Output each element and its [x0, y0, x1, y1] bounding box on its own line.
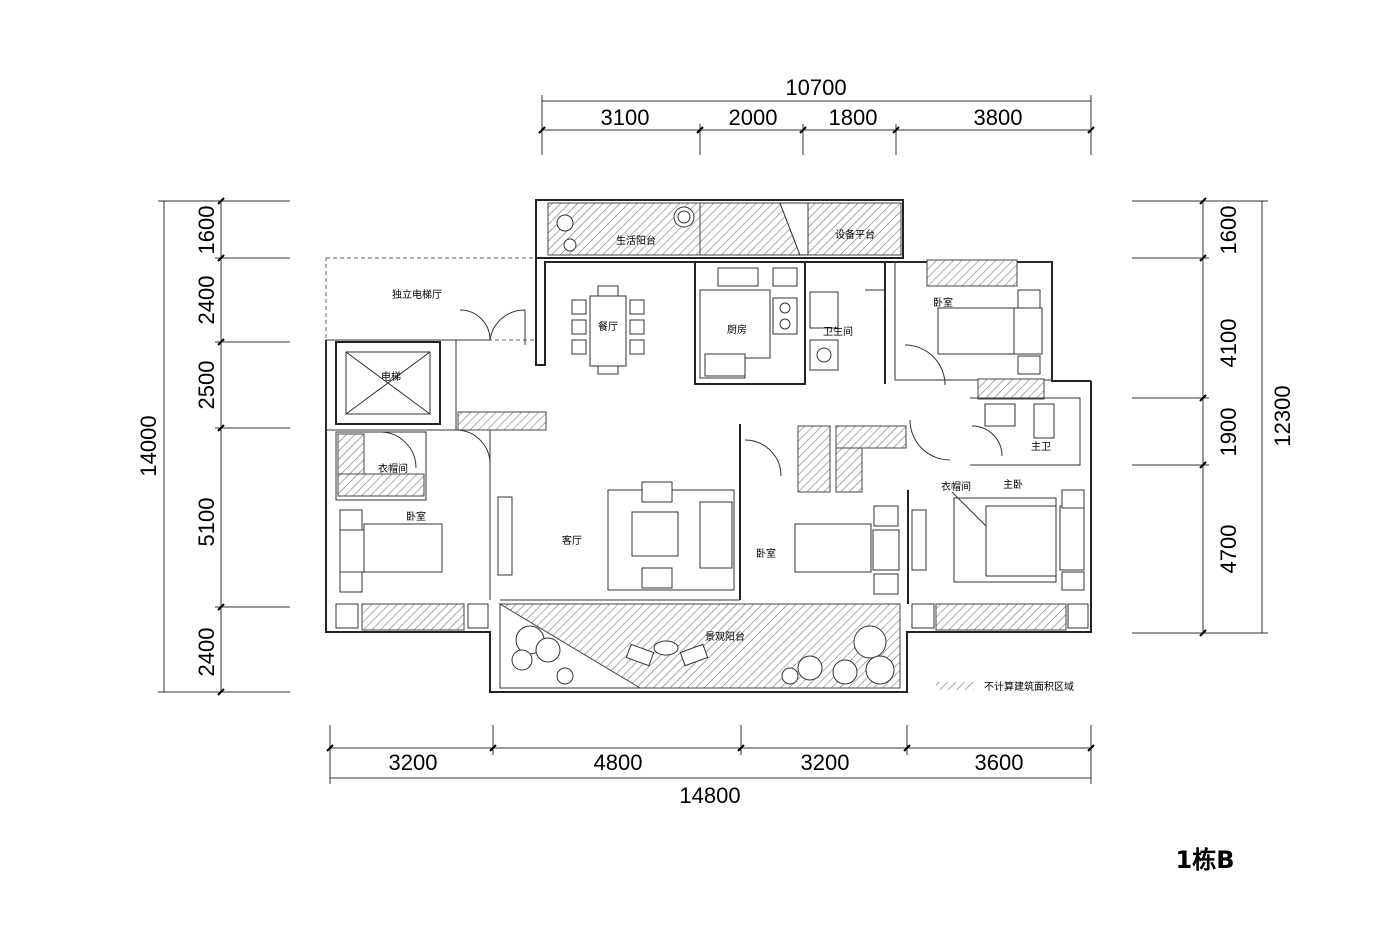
bottom-dimension-chain: 3200 4800 3200 3600 14800 [326, 725, 1095, 808]
label-cloakroom-west: 衣帽间 [378, 462, 408, 475]
ne-wardrobe [977, 378, 1045, 400]
label-elevator-hall: 独立电梯厅 [392, 288, 442, 301]
building-label: 1栋B [1176, 846, 1235, 874]
left-dim-4: 5100 [194, 498, 219, 547]
right-dim-3: 1900 [1216, 408, 1241, 457]
legend: 不计算建筑面积区域 [936, 680, 1074, 693]
balcony-lounge-chairs [625, 640, 709, 667]
label-cloakroom-east: 衣帽间 [941, 480, 971, 493]
kitchen-walls [694, 262, 806, 385]
label-bedroom-middle: 卧室 [756, 547, 776, 560]
master-toilet-icon [1033, 403, 1055, 439]
right-total-dim: 12300 [1270, 385, 1295, 446]
label-equipment-platform: 设备平台 [835, 228, 875, 241]
bottom-total-dim: 14800 [679, 783, 740, 808]
top-dim-1: 3100 [601, 105, 650, 130]
dining-chairs [571, 285, 645, 375]
room-labels: 生活阳台 设备平台 独立电梯厅 电梯 餐厅 厨房 卫生间 卧室 主卫 衣帽间 卧… [378, 228, 1051, 643]
right-dim-1: 1600 [1216, 206, 1241, 255]
top-total-dim: 10700 [785, 75, 846, 100]
label-kitchen: 厨房 [727, 323, 747, 336]
label-bedroom-west: 卧室 [406, 510, 426, 523]
equipment-platform-hatch [807, 202, 902, 256]
top-dim-3: 1800 [829, 105, 878, 130]
elevator-hall-outline [325, 257, 537, 341]
left-total-dim: 14000 [136, 415, 161, 476]
top-dim-2: 2000 [729, 105, 778, 130]
left-dimension-chain: 14000 1600 2400 2500 5100 2400 [136, 197, 290, 696]
dining-table [589, 295, 627, 367]
kitchen-sink-icon [717, 267, 759, 287]
label-bedroom-ne: 卧室 [933, 296, 953, 309]
right-dim-4: 4700 [1216, 525, 1241, 574]
label-elevator: 电梯 [381, 370, 401, 383]
ne-window-balcony [926, 259, 1018, 287]
entry-door [489, 309, 526, 345]
right-dim-2: 4100 [1216, 319, 1241, 368]
north-balcony-outline [535, 199, 904, 259]
coffee-table [631, 511, 679, 557]
plan-structure [325, 199, 1092, 693]
middle-bed [794, 523, 872, 573]
north-plant [556, 214, 574, 232]
right-dimension-chain: 1600 4100 1900 4700 12300 [1132, 197, 1295, 637]
elevator-shaft [335, 341, 441, 425]
legend-hatch-swatch [936, 682, 974, 690]
master-washbasin-icon [984, 403, 1016, 427]
left-dim-1: 1600 [194, 206, 219, 255]
shoe-cabinet [457, 411, 547, 431]
left-dim-5: 2400 [194, 628, 219, 677]
stove-icon [772, 297, 798, 335]
top-dimension-chain: 10700 3100 2000 1800 3800 [538, 75, 1095, 155]
left-dim-2: 2400 [194, 276, 219, 325]
tv-cabinet [497, 496, 513, 576]
balcony-plants [511, 625, 895, 685]
master-bed [985, 505, 1057, 577]
washing-machine-icon [673, 206, 695, 228]
label-view-balcony: 景观阳台 [705, 630, 745, 643]
label-living-room: 客厅 [562, 534, 582, 547]
toilet-icon [809, 291, 839, 329]
left-dim-3: 2500 [194, 361, 219, 410]
bottom-dim-1: 3200 [389, 750, 438, 775]
east-window-balcony [935, 603, 1067, 631]
label-living-balcony: 生活阳台 [616, 234, 656, 247]
label-master-bedroom: 主卧 [1003, 478, 1023, 491]
label-dining: 餐厅 [598, 320, 618, 333]
west-window-balcony [361, 603, 465, 631]
top-dim-4: 3800 [974, 105, 1023, 130]
bottom-dim-3: 3200 [801, 750, 850, 775]
bottom-dim-2: 4800 [594, 750, 643, 775]
label-bathroom: 卫生间 [823, 325, 853, 338]
west-bed [363, 523, 443, 573]
washbasin-icon [809, 339, 839, 371]
ne-bed [937, 307, 1015, 355]
bottom-dim-4: 3600 [975, 750, 1024, 775]
legend-text: 不计算建筑面积区域 [984, 680, 1074, 693]
label-master-bath: 主卫 [1031, 441, 1051, 453]
